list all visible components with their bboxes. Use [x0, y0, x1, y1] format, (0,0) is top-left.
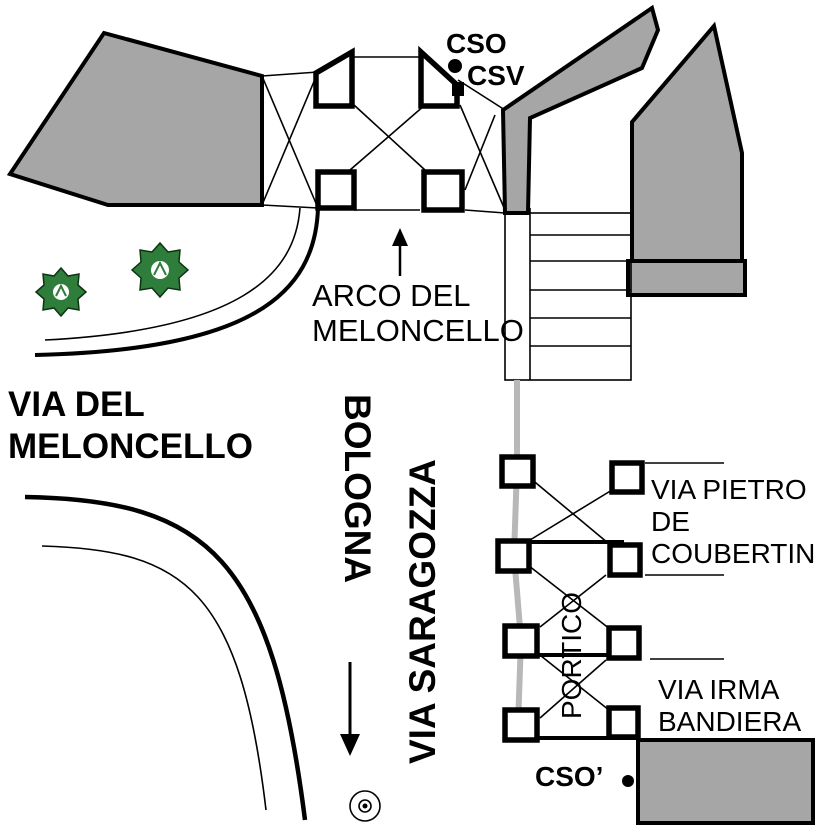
pillar-ne-right	[418, 45, 460, 109]
target-icon	[349, 790, 381, 822]
arrow-down-icon	[340, 662, 360, 756]
arch-structure	[261, 56, 506, 214]
label-bologna: BOLOGNA	[337, 394, 378, 584]
label-arco-del-meloncello: ARCO DEL MELONCELLO	[312, 278, 524, 348]
point-marker-icon	[622, 775, 634, 787]
label-arco-line-1: ARCO DEL	[312, 278, 471, 313]
label-via-del-meloncello: VIA DEL MELONCELLO	[8, 384, 253, 468]
label-via-irma-line-1: VIA IRMA	[658, 674, 780, 705]
label-arco-line-2: MELONCELLO	[312, 313, 524, 348]
pillar-sw-right	[421, 169, 465, 213]
pillar-sw-left	[315, 169, 357, 211]
portico-pillars	[495, 454, 645, 743]
label-via-irma-line-2: BANDIERA	[658, 706, 802, 737]
arrow-up-icon	[392, 228, 408, 276]
arch-pillars	[313, 45, 465, 213]
point-marker-icon	[452, 82, 464, 96]
label-via-pietro-de-coubertin: VIA PIETRO DE COUBERTIN	[651, 474, 815, 570]
pillar-ne-left	[313, 47, 355, 109]
label-portico: PORTICO	[556, 591, 587, 719]
point-marker-icon	[448, 59, 462, 73]
stairs	[504, 208, 632, 381]
roads	[24, 207, 320, 821]
label-via-pietro-line-1: VIA PIETRO	[651, 474, 807, 505]
label-via-irma-bandiera: VIA IRMA BANDIERA	[658, 674, 801, 738]
building-right-step	[626, 259, 747, 297]
label-csv: CSV	[467, 60, 525, 91]
tree-icon	[130, 241, 190, 299]
tree-icon	[34, 266, 88, 318]
label-via-pietro-line-2: DE	[651, 506, 690, 537]
label-via-meloncello-line-1: VIA DEL	[8, 385, 145, 424]
label-via-saragozza: VIA SARAGOZZA	[402, 459, 443, 764]
building-right	[630, 21, 744, 264]
label-via-meloncello-line-2: MELONCELLO	[8, 427, 253, 466]
building-bottom-right	[636, 738, 815, 825]
building-left	[6, 30, 264, 207]
label-cso: CSO	[446, 28, 507, 59]
label-cso-prime: CSO’	[535, 761, 604, 792]
label-via-pietro-line-3: COUBERTIN	[651, 538, 816, 569]
